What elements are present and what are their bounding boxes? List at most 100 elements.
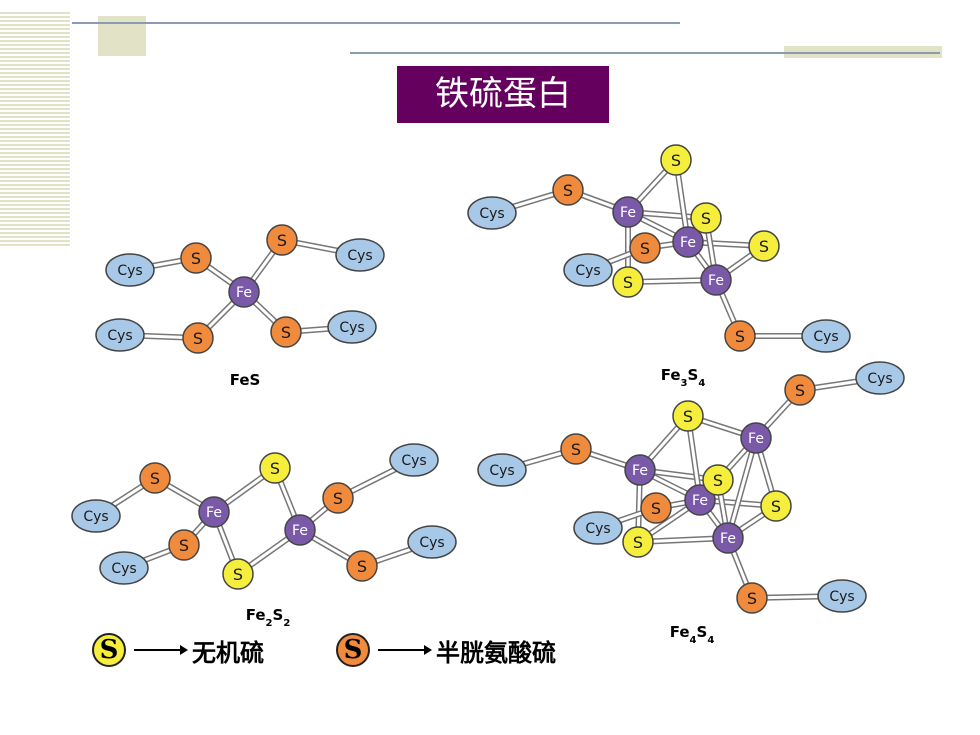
node-label: S — [233, 565, 243, 584]
fes-cys-node: Cys — [95, 318, 145, 352]
legend-label-cysteine: 半胱氨酸硫 — [436, 637, 556, 667]
node-label: S — [150, 469, 160, 488]
fes-cys-node: Cys — [327, 310, 377, 344]
node-label: Cys — [585, 521, 610, 537]
fe2s2-cys-node: Cys — [407, 525, 457, 559]
node-label: Cys — [829, 589, 854, 605]
fe2s2-inorganic-s-node: S — [259, 452, 291, 484]
node-label: Fe — [748, 431, 764, 447]
fe3s4-inorganic-s-node: S — [612, 266, 644, 298]
node-label: S — [759, 237, 769, 256]
fe4s4-cysteine-s-node: S — [560, 433, 592, 465]
fe4s4-cysteine-s-node: S — [640, 492, 672, 524]
node-label: S — [640, 239, 650, 258]
node-label: S — [771, 497, 781, 516]
node-label: Cys — [575, 263, 600, 279]
fe2s2-inorganic-s-node: S — [222, 558, 254, 590]
legend-label-inorganic: 无机硫 — [192, 637, 264, 667]
node-label: Cys — [867, 371, 892, 387]
fe3s4-cys-node: Cys — [801, 319, 851, 353]
node-label: Fe — [692, 493, 708, 509]
bond-fe4s4 — [726, 437, 758, 539]
node-label: Fe — [620, 205, 636, 221]
fe3s4-cysteine-s-node: S — [629, 232, 661, 264]
node-label: Cys — [813, 329, 838, 345]
fes-cysteine-s-node: S — [180, 242, 212, 274]
fe2s2-cysteine-s-node: S — [346, 550, 378, 582]
node-label: Fe — [680, 235, 696, 251]
node-label: Cys — [489, 463, 514, 479]
node-label: Cys — [107, 328, 132, 344]
caption-fe4s4: Fe4S4 — [670, 623, 715, 646]
node-label: Cys — [111, 561, 136, 577]
fe2s2-cysteine-s-node: S — [168, 529, 200, 561]
fes-cysteine-s-node: S — [266, 224, 298, 256]
fe3s4-cys-node: Cys — [563, 253, 613, 287]
fe4s4-inorganic-s-node: S — [622, 526, 654, 558]
fe4s4-fe-node: Fe — [624, 454, 656, 486]
fe3s4-inorganic-s-node: S — [748, 230, 780, 262]
fe4s4-cys-node: Cys — [855, 361, 905, 395]
node-label: Cys — [401, 453, 426, 469]
fe3s4-inorganic-s-node: S — [690, 202, 722, 234]
fe3s4-cysteine-s-node: S — [724, 320, 756, 352]
node-label: Fe — [236, 285, 252, 301]
fe2s2-fe-node: Fe — [284, 514, 316, 546]
node-label: S — [701, 209, 711, 228]
fes-cysteine-s-node: S — [182, 322, 214, 354]
fe4s4-cysteine-s-node: S — [736, 582, 768, 614]
fe2s2-cysteine-s-node: S — [322, 482, 354, 514]
arrow-icon — [378, 645, 432, 655]
node-label: S — [179, 536, 189, 555]
node-label: S — [713, 471, 723, 490]
fe3s4-cysteine-s-node: S — [552, 174, 584, 206]
node-label: S — [735, 327, 745, 346]
fe4s4-cys-node: Cys — [573, 511, 623, 545]
fe2s2-fe-node: Fe — [198, 496, 230, 528]
fe2s2-cys-node: Cys — [389, 443, 439, 477]
fe3s4-inorganic-s-node: S — [660, 144, 692, 176]
fe4s4-cys-node: Cys — [817, 579, 867, 613]
legend-inorganic-sulfur: S 无机硫 — [92, 628, 264, 672]
caption-fe2s2: Fe2S2 — [246, 606, 291, 629]
node-label: S — [795, 381, 805, 400]
fe2s2-cysteine-s-node: S — [139, 462, 171, 494]
slide-title: 铁硫蛋白 — [397, 66, 609, 123]
node-label: S — [333, 489, 343, 508]
arrow-icon — [134, 645, 188, 655]
decorative-rule-second — [350, 52, 940, 54]
fes-fe-node: Fe — [228, 276, 260, 308]
fe4s4-inorganic-s-node: S — [702, 464, 734, 496]
node-label: Cys — [347, 248, 372, 264]
node-label: Cys — [117, 263, 142, 279]
decorative-stripes — [0, 12, 70, 247]
node-label: S — [571, 440, 581, 459]
node-label: S — [671, 151, 681, 170]
fe3s4-fe-node: Fe — [672, 226, 704, 258]
legend-cysteine-sulfur: S 半胱氨酸硫 — [336, 628, 556, 672]
cysteine-sulfur-icon: S — [336, 633, 370, 667]
fes-cys-node: Cys — [335, 238, 385, 272]
node-label: S — [563, 181, 573, 200]
fe3s4-cys-node: Cys — [467, 196, 517, 230]
node-label: Fe — [720, 531, 736, 547]
node-label: Fe — [708, 273, 724, 289]
node-label: S — [623, 273, 633, 292]
node-label: S — [747, 589, 757, 608]
caption-fes: FeS — [230, 371, 261, 389]
node-label: S — [357, 557, 367, 576]
fe3s4-fe-node: Fe — [612, 196, 644, 228]
node-label: S — [683, 407, 693, 426]
node-label: S — [633, 533, 643, 552]
fe2s2-cys-node: Cys — [99, 551, 149, 585]
node-label: Fe — [292, 523, 308, 539]
fe3s4-fe-node: Fe — [700, 264, 732, 296]
node-label: S — [193, 329, 203, 348]
node-label: S — [270, 459, 280, 478]
fe4s4-cysteine-s-node: S — [784, 374, 816, 406]
caption-fe3s4: Fe3S4 — [661, 366, 706, 389]
fe2s2-cys-node: Cys — [71, 499, 121, 533]
node-label: S — [651, 499, 661, 518]
fes-cysteine-s-node: S — [270, 316, 302, 348]
